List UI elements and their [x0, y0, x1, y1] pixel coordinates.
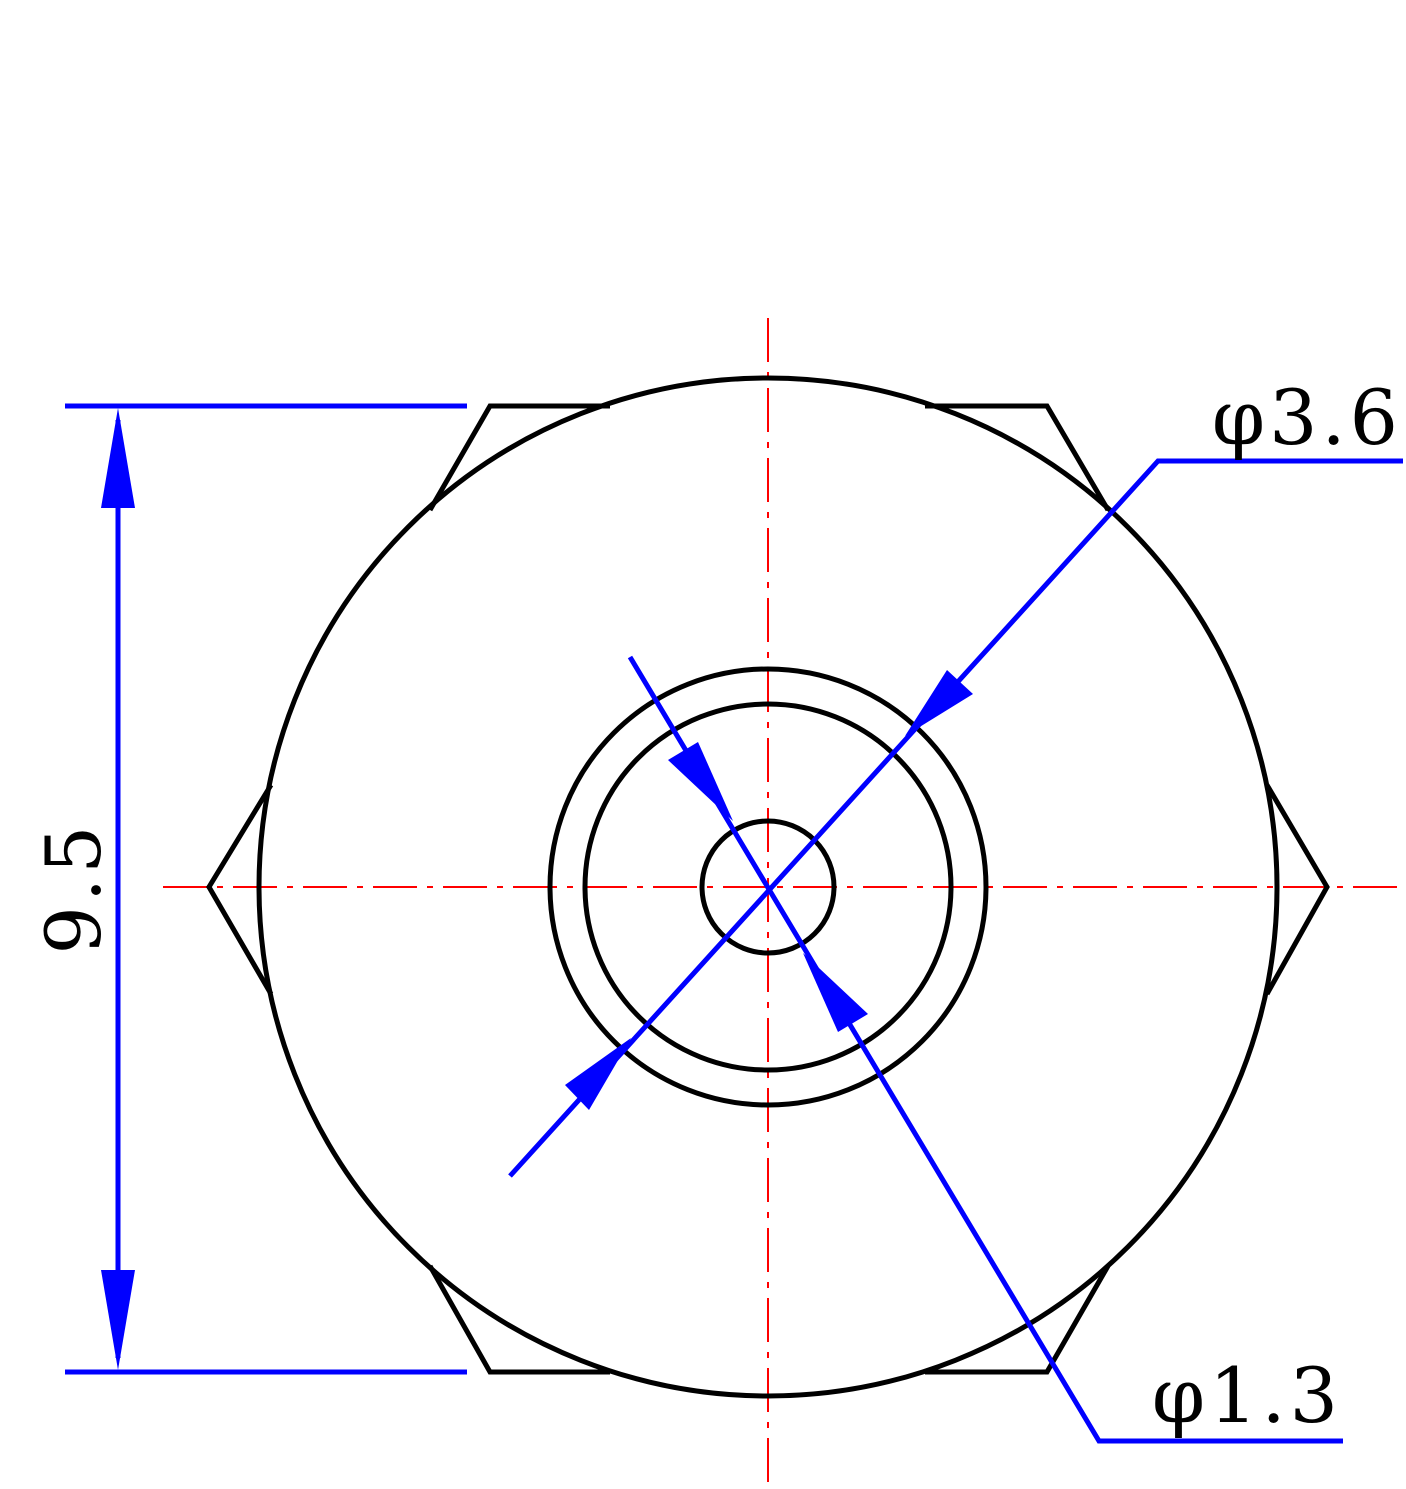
outer-diameter-leader [508, 458, 1403, 1178]
ring-inner-circle [582, 701, 954, 1073]
hex-corner-right [1264, 783, 1330, 996]
outer-diameter-label: φ3.6 [1212, 373, 1402, 462]
bore-circle [699, 818, 837, 956]
hex-corner-bottom-right [925, 1264, 1111, 1375]
inner-diameter-arrow-upper [668, 742, 733, 821]
height-arrow-top [101, 408, 135, 508]
dimension-labels: 9.5 φ3.6 φ1.3 [29, 373, 1402, 1440]
outer-circle [256, 375, 1280, 1399]
hex-corner-bottom-left [427, 1264, 610, 1375]
height-arrow-bottom [101, 1270, 135, 1370]
inner-diameter-label: φ1.3 [1152, 1351, 1342, 1440]
inner-diameter-leader [627, 655, 1343, 1444]
centerlines [163, 318, 1398, 1489]
ring-outer-circle [547, 666, 989, 1108]
hex-corner-left [206, 783, 274, 996]
part-outline [206, 375, 1330, 1399]
height-dimension-label: 9.5 [29, 822, 118, 955]
hex-corner-top-right [925, 403, 1111, 512]
outer-diameter-arrow-upper [905, 670, 973, 736]
outer-diameter-arrow-lower [565, 1038, 631, 1110]
hex-corner-top-left [427, 403, 610, 512]
arrowheads [101, 408, 973, 1370]
dimension-lines [65, 403, 1403, 1444]
inner-diameter-arrow-lower [803, 953, 868, 1032]
